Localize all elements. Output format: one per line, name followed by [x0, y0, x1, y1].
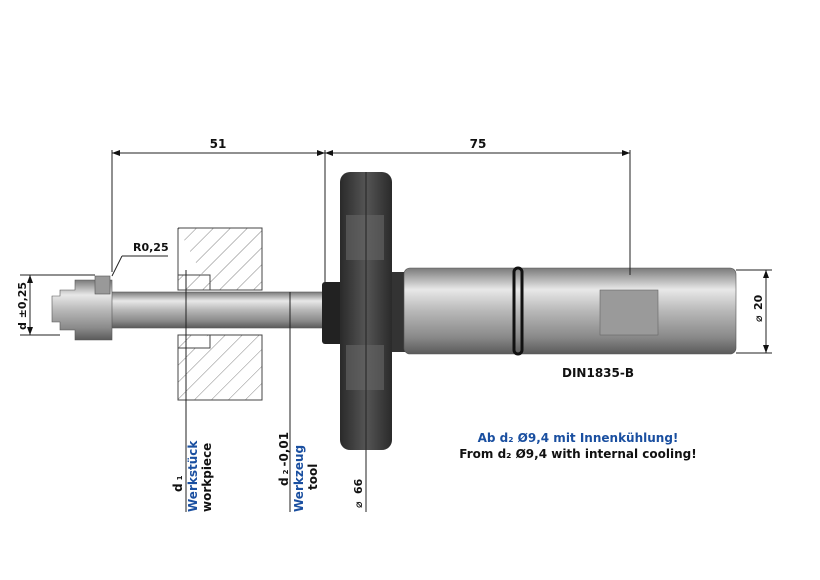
note-german: Ab d₂ Ø9,4 mit Innenkühlung! — [478, 431, 679, 445]
note-english: From d₂ Ø9,4 with internal cooling! — [459, 447, 696, 461]
shank-flat — [599, 289, 659, 336]
cutter-head — [51, 279, 113, 341]
workpiece-section — [177, 227, 263, 401]
dim-d-tolerance: d ±0,25 — [16, 282, 29, 330]
label-werkstueck: Werkstück — [186, 440, 200, 512]
tool-shaft — [109, 291, 326, 329]
dim-radius: R0,25 — [133, 241, 169, 254]
dim-disk-symbol: ⌀ — [352, 501, 365, 508]
o-ring — [512, 266, 524, 356]
label-d1: d1 — [171, 475, 185, 492]
label-werkzeug: Werkzeug — [292, 445, 306, 512]
label-standard: DIN1835-B — [562, 366, 634, 380]
label-d2: d2-0,01 — [277, 432, 291, 486]
dim-75: 75 — [470, 137, 487, 151]
dim-disk-66: 66 — [352, 478, 365, 494]
dim-51: 51 — [210, 137, 227, 151]
dim-shank-20: 20 — [752, 294, 765, 310]
label-workpiece: workpiece — [200, 443, 214, 512]
label-tool: tool — [306, 464, 320, 490]
tool-shank — [403, 267, 737, 355]
dim-shank-symbol: ⌀ — [752, 315, 765, 322]
